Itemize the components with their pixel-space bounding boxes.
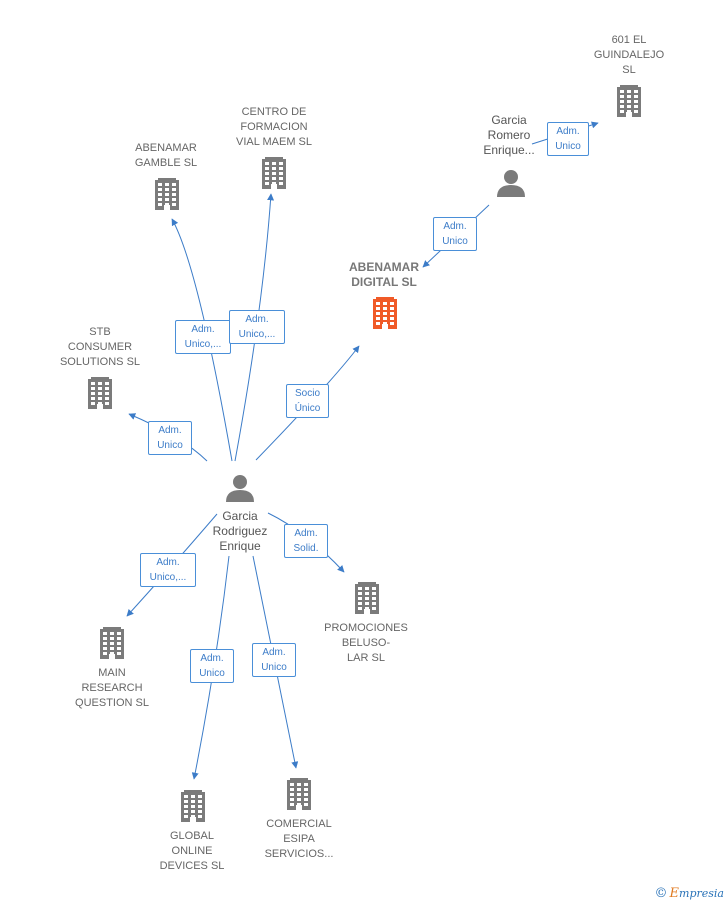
node-label-global_online[interactable]: GLOBAL ONLINE DEVICES SL [159,830,225,872]
edge-label-centro_formacion[interactable]: Adm. Unico,... [229,310,285,344]
empresia-watermark: ©Empresia [655,886,724,901]
edge-label-abenamar_digital[interactable]: Adm. Unico [433,217,477,251]
edge-garcia_rodriguez-to-abenamar_gamble [171,218,233,462]
node-label-centro_formacion[interactable]: CENTRO DE FORMACION VIAL MAEM SL [235,106,312,148]
person-icon-garcia_romero[interactable] [497,170,525,197]
building-icon-stb_consumer[interactable] [88,377,112,409]
edge-label-abenamar_digital[interactable]: Socio Único [286,384,329,418]
edge-label-main_research[interactable]: Adm. Unico,... [140,553,196,587]
edge-label-comercial_esipa[interactable]: Adm. Unico [252,643,296,677]
edge-label-601_guindalejo[interactable]: Adm. Unico [547,122,589,156]
node-label-stb_consumer[interactable]: STB CONSUMER SOLUTIONS SL [59,326,141,368]
node-label-abenamar_digital[interactable]: ABENAMAR DIGITAL SL [349,260,419,289]
building-icon-promociones_beluso[interactable] [355,582,379,614]
person-icon-garcia_rodriguez[interactable] [226,475,254,502]
node-label-comercial_esipa[interactable]: COMERCIAL ESIPA SERVICIOS... [264,818,334,860]
building-icon-centro_formacion[interactable] [262,157,286,189]
building-icon-comercial_esipa[interactable] [287,778,311,810]
node-label-garcia_romero[interactable]: Garcia Romero Enrique... [483,113,535,157]
node-label-promociones_beluso[interactable]: PROMOCIONES BELUSO- LAR SL [324,622,408,664]
building-icon-abenamar_digital[interactable] [373,297,397,329]
building-icon-global_online[interactable] [181,790,205,822]
edge-label-promociones_beluso[interactable]: Adm. Solid. [284,524,328,558]
edge-label-stb_consumer[interactable]: Adm. Unico [148,421,192,455]
node-label-garcia_rodriguez[interactable]: Garcia Rodriguez Enrique [212,509,268,553]
copyright-icon: © [654,886,668,901]
brand-name: mpresia [679,887,724,900]
brand-initial: E [669,886,680,901]
node-label-abenamar_gamble[interactable]: ABENAMAR GAMBLE SL [134,142,198,169]
building-icon-abenamar_gamble[interactable] [155,178,179,210]
edge-label-abenamar_gamble[interactable]: Adm. Unico,... [175,320,231,354]
node-label-main_research[interactable]: MAIN RESEARCH QUESTION SL [75,667,149,709]
building-icon-main_research[interactable] [100,627,124,659]
building-icon-601_guindalejo[interactable] [617,85,641,117]
node-label-601_guindalejo[interactable]: 601 EL GUINDALEJO SL [593,34,665,76]
edge-label-global_online[interactable]: Adm. Unico [190,649,234,683]
